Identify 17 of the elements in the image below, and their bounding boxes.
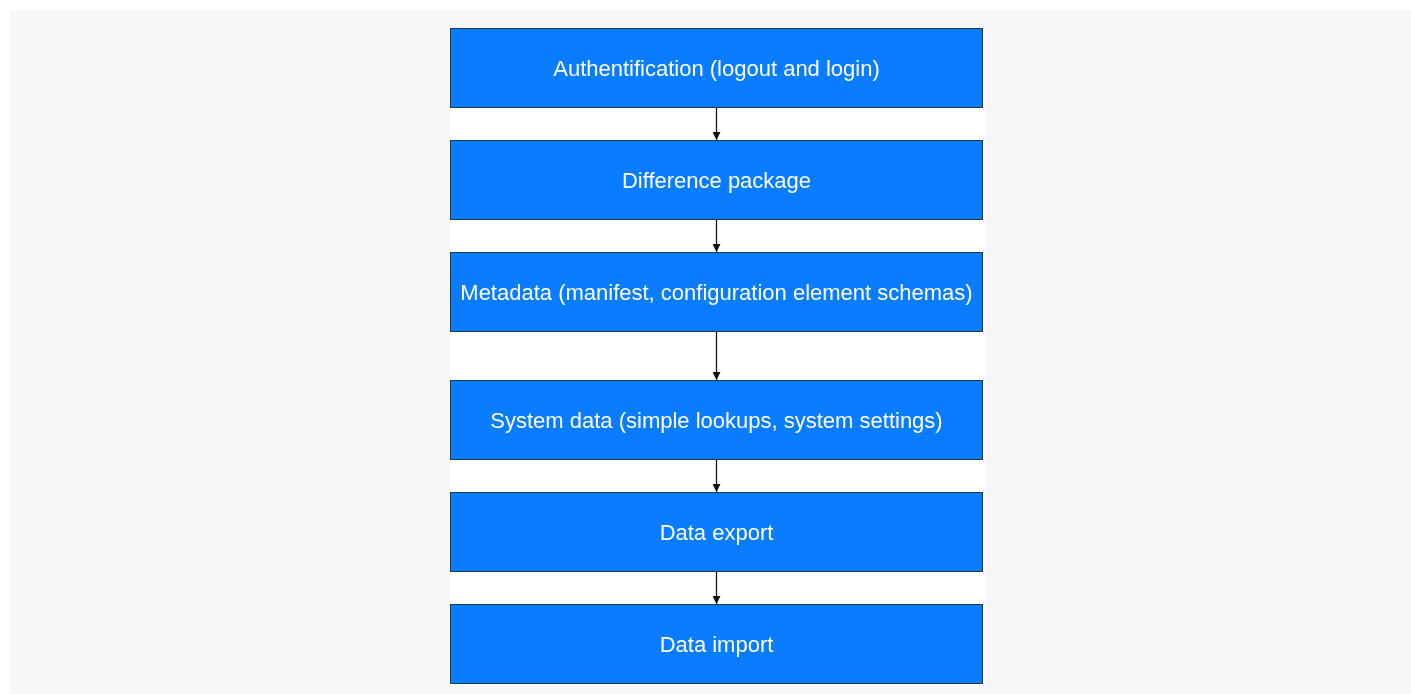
arrow: [712, 219, 721, 253]
box-label: Metadata (manifest, configuration element schemas): [460, 279, 973, 305]
process-box: [450, 604, 983, 684]
box-label: System data (simple lookups, system settings): [490, 407, 943, 433]
box-label: Data import: [659, 631, 774, 657]
process-box: [450, 492, 983, 572]
arrow: [712, 331, 721, 381]
process-box: [450, 28, 983, 108]
process-box: [450, 140, 983, 220]
arrow: [712, 571, 721, 605]
box-label: Data export: [659, 519, 774, 545]
process-box: [450, 380, 983, 460]
arrow: [712, 459, 721, 493]
arrow: [712, 107, 721, 141]
box-label: Authentification (logout and login): [553, 55, 880, 81]
box-label: Difference package: [621, 167, 812, 193]
process-box: [450, 252, 983, 332]
